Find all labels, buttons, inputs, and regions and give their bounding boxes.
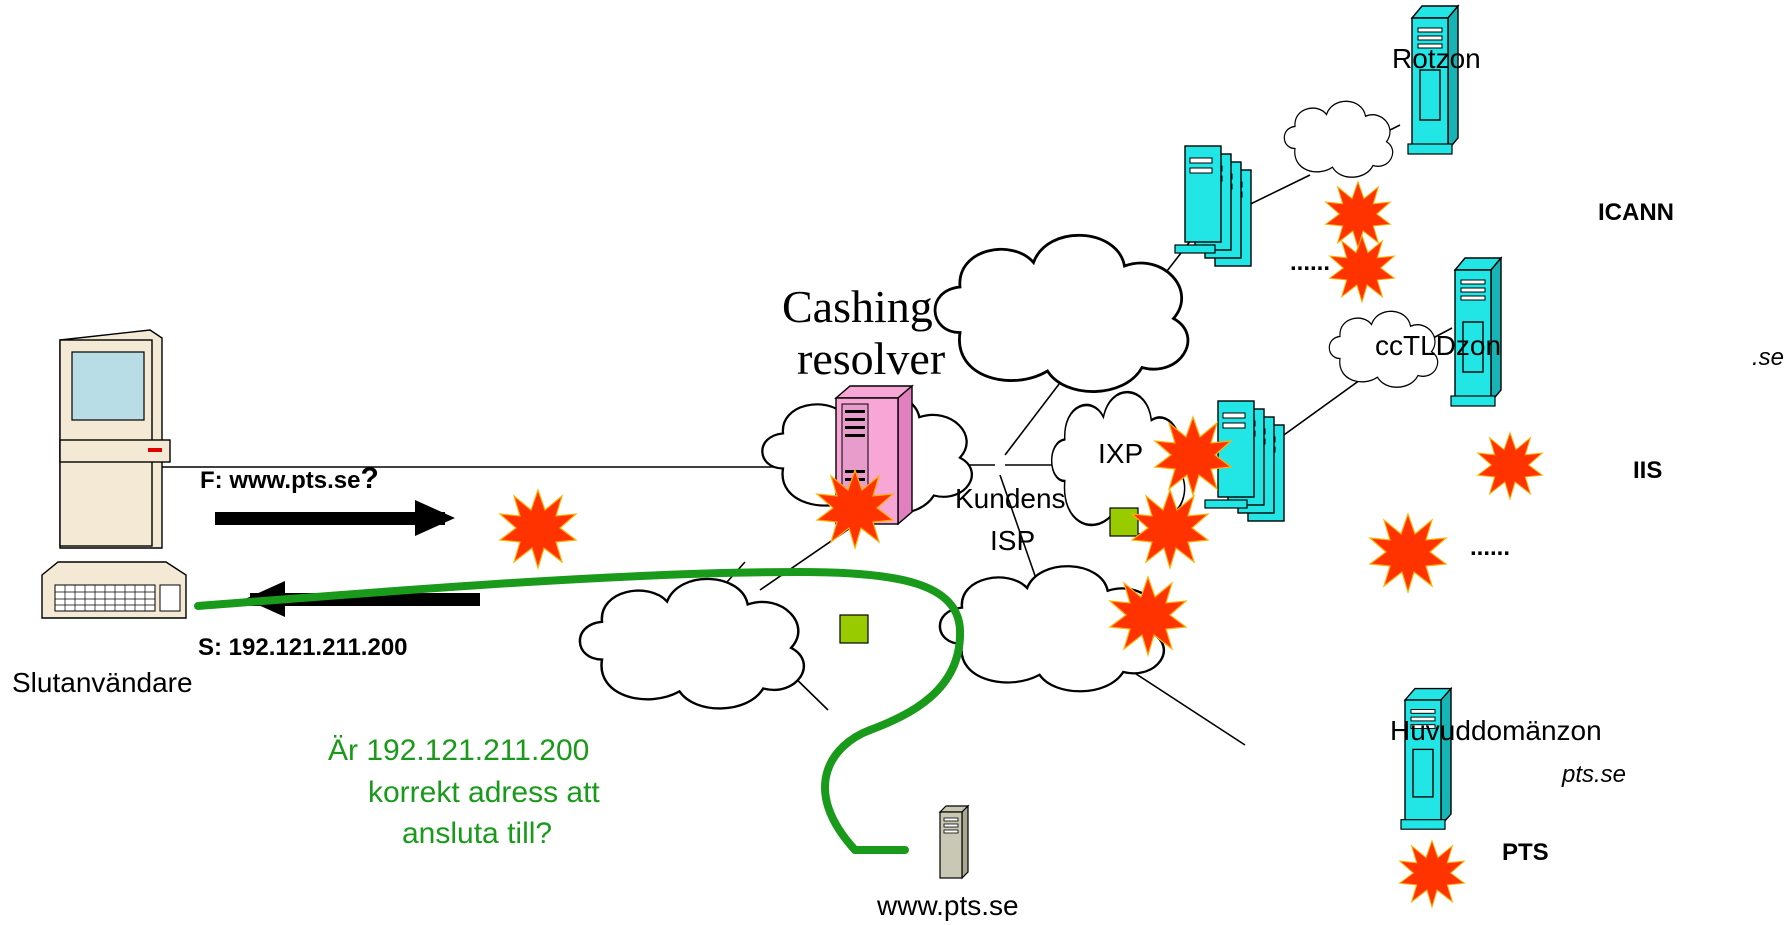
icann-label: ICANN [1598, 199, 1674, 226]
query-arrow [215, 500, 455, 536]
question-line2: korrekt adress att [368, 776, 600, 809]
question-line1: Är 192.121.211.200 [328, 734, 589, 767]
query-label: F: www.pts.se? [200, 462, 379, 495]
root-server-stack-icon [1174, 145, 1252, 267]
question-line3: ansluta till? [402, 817, 552, 850]
cctld-server-stack-icon [1204, 400, 1285, 522]
iis-label: IIS [1633, 457, 1662, 484]
exchange-point-icon [839, 614, 869, 644]
end-user-label: Slutanvändare [12, 667, 193, 698]
caching-resolver-title-line2: resolver [797, 333, 945, 384]
desktop-computer-icon [41, 329, 187, 619]
caching-resolver-title-line1: Cashing [782, 281, 933, 332]
ellipsis-top: ...... [1290, 249, 1330, 276]
ellipsis-mid: ...... [1470, 534, 1510, 561]
se-label: .se [1752, 344, 1784, 371]
cctld-zone-label: ccTLDzon [1375, 330, 1501, 361]
main-domain-zone-label: Huvuddomänzon [1390, 715, 1602, 746]
pts-label: PTS [1502, 839, 1549, 866]
pts-se-label: pts.se [1561, 761, 1626, 788]
isp-label-line2: ISP [990, 525, 1035, 556]
web-server-label: www.pts.se [876, 890, 1019, 921]
pts-server-icon [1400, 687, 1452, 830]
network-cloud-icon [578, 100, 1439, 710]
web-server-icon [938, 804, 970, 880]
root-server-icon [1407, 5, 1459, 155]
green-verification-path [194, 568, 965, 854]
isp-label-line1: Kundens [955, 483, 1066, 514]
ixp-label: IXP [1098, 438, 1143, 469]
root-zone-label: Rotzon [1392, 43, 1481, 74]
answer-label: S: 192.121.211.200 [198, 634, 408, 661]
ixp-square-icon [1109, 507, 1139, 537]
